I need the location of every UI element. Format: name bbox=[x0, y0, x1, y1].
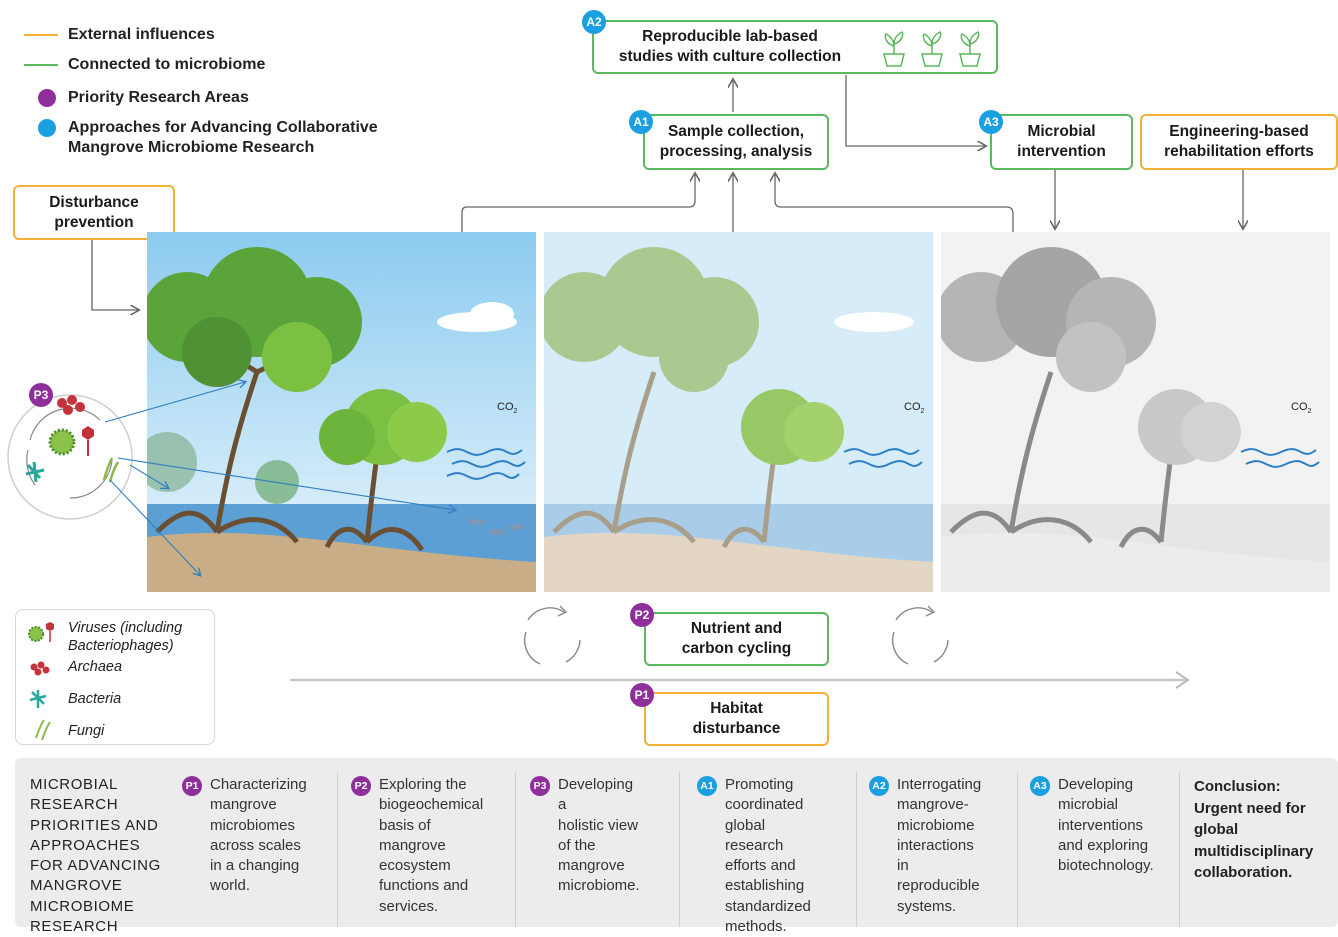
legend-connected-label: Connected to microbiome bbox=[68, 56, 266, 73]
node-engineering-line2: rehabilitation efforts bbox=[1164, 143, 1314, 160]
badge-p3: P3 bbox=[29, 383, 53, 407]
bottom-badge-a1: A1 bbox=[697, 776, 717, 796]
panel-healthy-mangrove: CO2 bbox=[147, 232, 536, 592]
node-disturbance-prevention-line1: Disturbance bbox=[49, 193, 139, 211]
node-a3-line1: Microbial bbox=[1027, 123, 1096, 140]
panel-disturbed-mangrove: CO2 bbox=[544, 232, 933, 592]
legend-archaea: Archaea bbox=[68, 659, 123, 675]
healthy-mangrove-illustration: CO2 bbox=[147, 232, 536, 592]
legend-priority-label: Priority Research Areas bbox=[68, 89, 249, 106]
legend-external-label: External influences bbox=[68, 26, 215, 43]
node-engineering-line1: Engineering-based bbox=[1169, 123, 1309, 140]
node-a1-box: Sample collection, processing, analysis bbox=[643, 114, 829, 170]
co2-label-3: CO bbox=[1291, 401, 1308, 413]
divider bbox=[337, 772, 338, 927]
legend-connected: Connected to microbiome bbox=[24, 56, 265, 74]
legend-purple-dot bbox=[38, 89, 56, 107]
co2-sub-3: 2 bbox=[1308, 408, 1312, 415]
bottom-text-a3: Developing microbial interventions and e… bbox=[1058, 776, 1154, 875]
connector-arrows bbox=[91, 75, 1338, 689]
legend-orange-line bbox=[24, 34, 58, 36]
legend-fungi-icon bbox=[35, 719, 51, 740]
legend-approaches-line1: Approaches for Advancing Collaborative bbox=[68, 119, 378, 136]
divider bbox=[1179, 772, 1180, 927]
legend-approaches: Approaches for Advancing Collaborative M… bbox=[38, 118, 378, 158]
p3-microbiome-circle bbox=[7, 370, 470, 580]
bottom-badge-a3: A3 bbox=[1030, 776, 1050, 796]
legend-bacteria-icon bbox=[29, 690, 47, 708]
bottom-badge-a2: A2 bbox=[869, 776, 889, 796]
virus-icon bbox=[48, 428, 76, 456]
legend-bacteria: Bacteria bbox=[68, 691, 122, 707]
node-engineering-box: Engineering-based rehabilitation efforts bbox=[1140, 114, 1338, 170]
node-disturbance-prevention-line2: prevention bbox=[54, 213, 134, 231]
divider bbox=[515, 772, 516, 927]
legend-bacteriophage-icon bbox=[46, 622, 54, 631]
degraded-mangrove-illustration: CO2 bbox=[941, 232, 1330, 592]
legend-archaea-icon bbox=[30, 661, 50, 676]
bacteria-icon bbox=[25, 461, 45, 483]
co2-label-2: CO bbox=[904, 401, 921, 413]
node-a2-line2: studies with culture collection bbox=[618, 48, 842, 65]
cycle-arrow-right bbox=[891, 605, 949, 665]
svg-text:CO2: CO2 bbox=[1291, 401, 1312, 415]
node-disturbance-prevention-box: Disturbance prevention bbox=[13, 185, 175, 240]
bottom-text-p2: Exploring the biogeochemical basis of ma… bbox=[379, 776, 484, 915]
node-p1-line2: disturbance bbox=[692, 720, 781, 737]
legend-approaches-line2: Mangrove Microbiome Research bbox=[68, 139, 315, 156]
bottom-text-a1: Promoting coordinated global research ef… bbox=[725, 776, 811, 936]
legend-virus-icon bbox=[28, 626, 44, 642]
node-p2-line1: Nutrient and bbox=[690, 620, 783, 637]
bottom-title: MICROBIAL RESEARCH PRIORITIES AND APPROA… bbox=[30, 776, 161, 936]
node-p2-box: Nutrient and carbon cycling bbox=[644, 612, 829, 666]
node-a3-line2: intervention bbox=[1017, 143, 1106, 160]
node-p1-line1: Habitat bbox=[710, 700, 763, 717]
badge-p1: P1 bbox=[630, 683, 654, 707]
node-p2-line2: carbon cycling bbox=[681, 640, 792, 657]
panel-degraded-mangrove: CO2 bbox=[941, 232, 1330, 592]
divider bbox=[856, 772, 857, 927]
node-a3-box: Microbial intervention bbox=[990, 114, 1133, 170]
bottom-badge-p2: P2 bbox=[351, 776, 371, 796]
bottom-text-p1: Characterizing mangrove microbiomes acro… bbox=[210, 776, 307, 895]
co2-sub-1: 2 bbox=[514, 408, 518, 415]
bottom-conclusion: Conclusion: Urgent need for global multi… bbox=[1194, 778, 1314, 881]
badge-a3: A3 bbox=[979, 110, 1003, 134]
divider bbox=[1017, 772, 1018, 927]
svg-text:CO2: CO2 bbox=[497, 401, 518, 415]
co2-label-1: CO bbox=[497, 401, 514, 413]
node-p1-box: Habitat disturbance bbox=[644, 692, 829, 746]
legend-blue-dot bbox=[38, 119, 56, 137]
legend-fungi: Fungi bbox=[68, 723, 105, 739]
bottom-badge-p1: P1 bbox=[182, 776, 202, 796]
node-a1-line2: processing, analysis bbox=[659, 143, 813, 160]
organism-legend: Viruses (including Bacteriophages) Archa… bbox=[15, 609, 215, 745]
bottom-summary-bar bbox=[15, 758, 1338, 927]
disturbed-mangrove-illustration: CO2 bbox=[544, 232, 933, 592]
legend-external: External influences bbox=[24, 26, 215, 44]
cycle-arrow-left bbox=[523, 605, 581, 665]
svg-text:CO2: CO2 bbox=[904, 401, 925, 415]
legend-green-line bbox=[24, 64, 58, 66]
bottom-badge-p3: P3 bbox=[530, 776, 550, 796]
node-a2-line1: Reproducible lab-based bbox=[642, 28, 818, 45]
bottom-text-a2: Interrogating mangrove- microbiome inter… bbox=[897, 776, 982, 915]
node-a2-box: Reproducible lab-based studies with cult… bbox=[592, 20, 998, 74]
legend-priority: Priority Research Areas bbox=[38, 89, 249, 107]
organism-legend-icons bbox=[28, 622, 54, 740]
node-a1-line1: Sample collection, bbox=[667, 123, 805, 140]
badge-a2: A2 bbox=[582, 10, 606, 34]
badge-a1: A1 bbox=[629, 110, 653, 134]
plant-pots-icon bbox=[883, 31, 981, 67]
legend-viruses: Viruses (including Bacteriophages) bbox=[68, 620, 183, 654]
divider bbox=[679, 772, 680, 927]
bottom-text-p3: Developing a holistic view of the mangro… bbox=[558, 776, 640, 895]
bacteriophage-icon bbox=[82, 426, 94, 440]
co2-sub-2: 2 bbox=[921, 408, 925, 415]
badge-p2: P2 bbox=[630, 603, 654, 627]
